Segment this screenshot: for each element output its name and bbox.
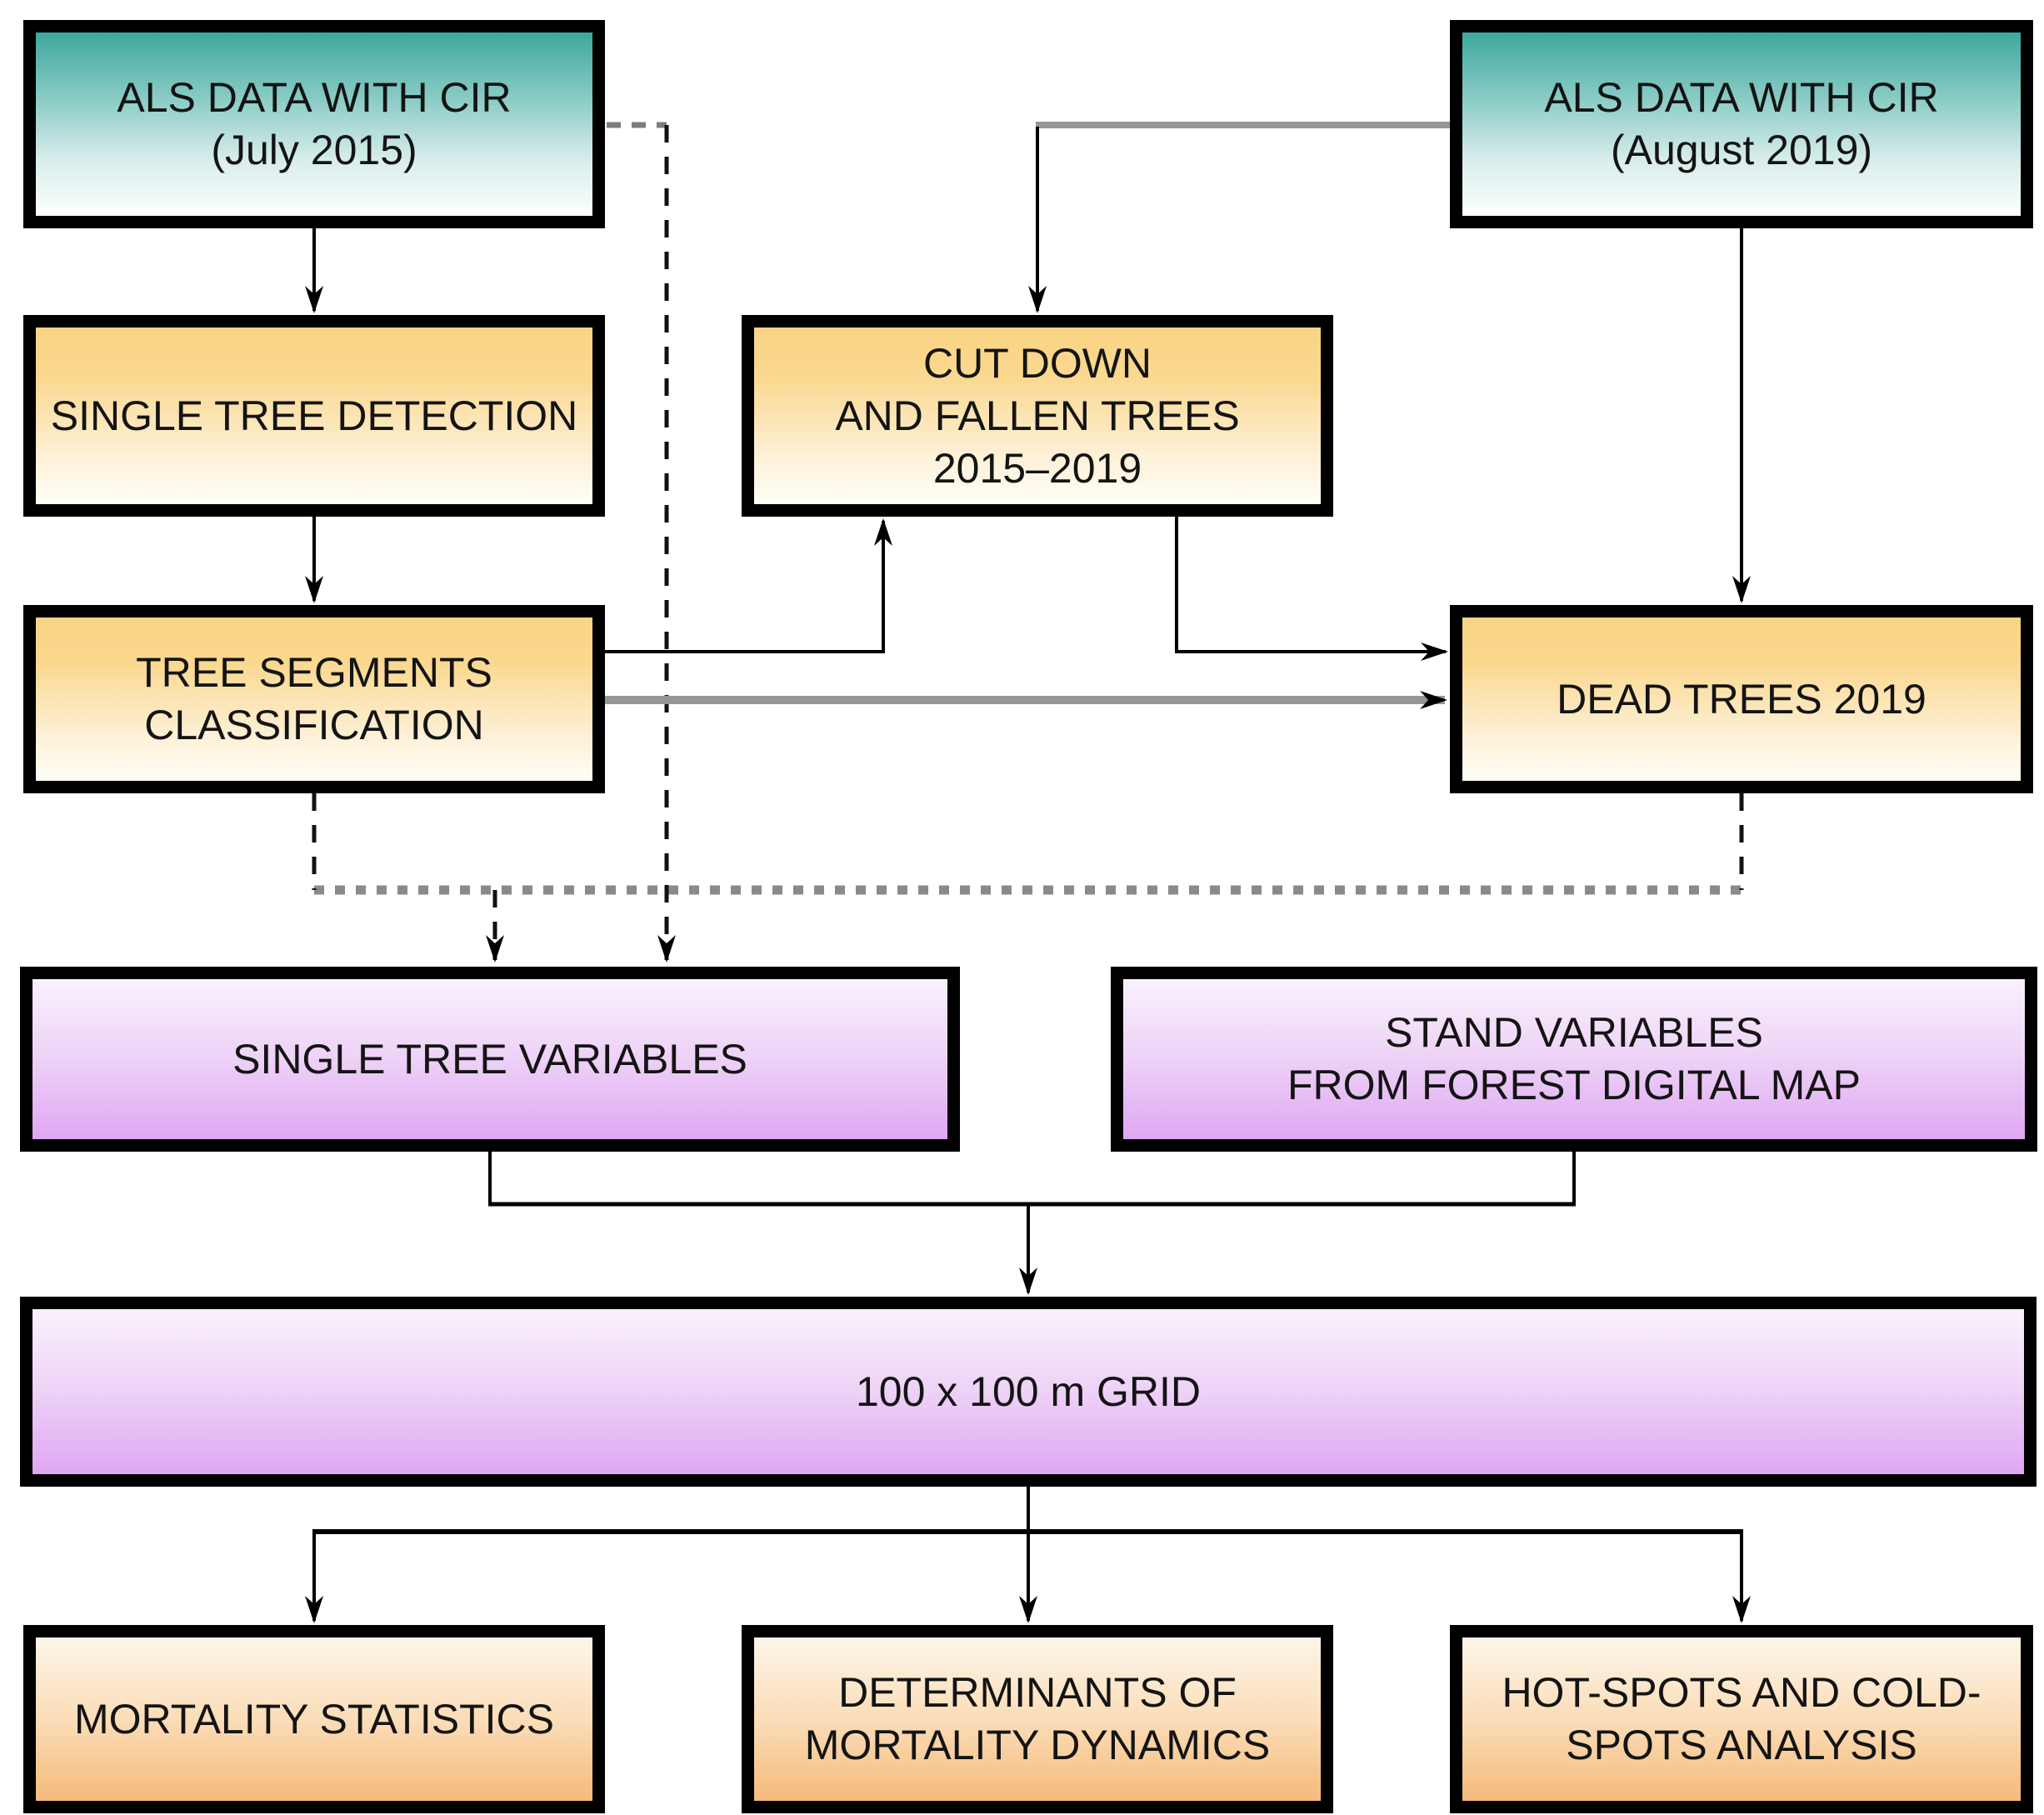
node-tree-segments-classification: TREE SEGMENTS CLASSIFICATION	[23, 605, 605, 793]
node-als-data-cir-august-2019: ALS DATA WITH CIR (August 2019)	[1450, 20, 2033, 228]
node-dead-trees-2019: DEAD TREES 2019	[1450, 605, 2033, 793]
node-label-line: (July 2015)	[211, 127, 417, 173]
node-label-line: MORTALITY STATISTICS	[73, 1695, 554, 1742]
node-mortality-statistics: MORTALITY STATISTICS	[23, 1625, 605, 1813]
edge-cutdown-to-deadtrees	[1175, 517, 1448, 661]
node-stand-variables-forest-digital-map: STAND VARIABLES FROM FOREST DIGITAL MAP	[1111, 967, 2037, 1152]
node-label-line: STAND VARIABLES	[1385, 1009, 1763, 1056]
node-label-line: 100 x 100 m GRID	[855, 1368, 1202, 1415]
node-label-line: SINGLE TREE DETECTION	[50, 392, 578, 439]
node-label-line: 2015–2019	[932, 444, 1142, 492]
node-100x100m-grid: 100 x 100 m GRID	[20, 1297, 2037, 1487]
edge-treesegments-to-cutdown	[605, 518, 892, 653]
node-label-line: AND FALLEN TREES	[835, 392, 1240, 439]
node-als-data-cir-july-2015: ALS DATA WITH CIR (July 2015)	[23, 20, 605, 228]
node-hotspots-coldspots-analysis: HOT-SPOTS AND COLD- SPOTS ANALYSIS	[1450, 1625, 2033, 1813]
node-label-line: SPOTS ANALYSIS	[1566, 1722, 1917, 1768]
node-label-line: ALS DATA WITH CIR	[1544, 74, 1939, 121]
node-label-line: ALS DATA WITH CIR	[117, 74, 512, 121]
node-label-line: (August 2019)	[1610, 127, 1873, 173]
node-determinants-of-mortality-dynamics: DETERMINANTS OF MORTALITY DYNAMICS	[742, 1625, 1333, 1813]
node-label-line: DETERMINANTS OF	[838, 1669, 1237, 1716]
node-label-line: HOT-SPOTS AND COLD-	[1502, 1669, 1982, 1716]
node-label-line: CUT DOWN	[922, 339, 1152, 387]
node-single-tree-variables: SINGLE TREE VARIABLES	[20, 967, 960, 1152]
node-single-tree-detection: SINGLE TREE DETECTION	[23, 315, 605, 517]
node-label-line: MORTALITY DYNAMICS	[804, 1722, 1271, 1768]
node-cut-down-and-fallen-trees: CUT DOWN AND FALLEN TREES 2015–2019	[742, 315, 1333, 517]
node-label-line: DEAD TREES 2019	[1557, 675, 1927, 722]
node-label-line: CLASSIFICATION	[144, 702, 484, 748]
node-label-line: SINGLE TREE VARIABLES	[232, 1035, 747, 1082]
node-label-line: TREE SEGMENTS	[136, 649, 492, 696]
node-label-line: FROM FOREST DIGITAL MAP	[1287, 1062, 1861, 1108]
